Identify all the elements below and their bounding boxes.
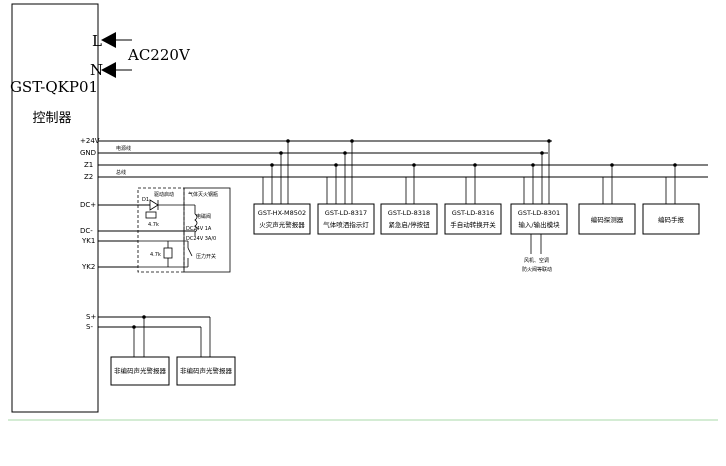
solenoid-spec: DC24V 1A (186, 226, 212, 232)
diode-label: D1 (142, 197, 149, 203)
device-name-6: 编码探测器 (591, 215, 624, 224)
terminal-z2: Z2 (84, 173, 93, 181)
io-note-line1: 风机、空调 (524, 257, 549, 264)
resistor-2 (163, 247, 173, 259)
terminal-n: N (90, 61, 103, 79)
terminal-yk2: YK2 (81, 263, 95, 271)
controller-model: GST-QKP01 (10, 78, 98, 96)
device-box-5 (510, 203, 568, 235)
device-box-3 (380, 203, 438, 235)
device-box-7 (642, 203, 700, 235)
resistor-2-label: 4.7k (150, 252, 161, 258)
extra-device-name-1: 非编码声光警报器 (114, 366, 167, 375)
device-name-7: 编码手报 (658, 215, 685, 224)
terminal-yk1: YK1 (81, 237, 95, 245)
device-box-4 (444, 203, 502, 235)
device-model-4: GST-LD-8316 (452, 209, 494, 217)
device-box-2 (317, 203, 375, 235)
terminal-s-minus: S- (86, 323, 93, 331)
pressure-switch-label: 压力开关 (196, 253, 216, 260)
device-drops (262, 141, 676, 204)
switch-spec: DC24V 3A/0 (186, 236, 216, 242)
device-name-2: 气体喷洒指示灯 (323, 220, 369, 229)
gas-cylinder-title: 气体灭火钢瓶 (188, 191, 218, 198)
io-note-line2: 防火阀等联动 (522, 266, 552, 273)
controller-name: 控制器 (32, 111, 71, 126)
extra-device-name-2: 非编码声光警报器 (180, 366, 233, 375)
voltage-label: AC220V (127, 46, 191, 64)
switch-icon (187, 247, 193, 257)
solenoid-label: 电磁阀 (196, 213, 211, 220)
device-box-6 (578, 203, 636, 235)
terminal-s-plus: S+ (86, 313, 96, 321)
terminal-dc-minus: DC- (80, 227, 93, 235)
resistor-1-label: 4.7k (148, 222, 159, 228)
extra-device-box-2 (176, 356, 236, 386)
device-model-3: GST-LD-8318 (388, 209, 430, 217)
device-model-5: GST-LD-8301 (518, 209, 560, 217)
resistor-1 (145, 211, 157, 219)
diode-icon (149, 199, 159, 211)
terminal-z1: Z1 (84, 161, 93, 169)
controller-box (11, 3, 99, 413)
bus-line-label: 总线 (116, 169, 126, 176)
extra-device-box-1 (110, 356, 170, 386)
terminal-l: L (92, 32, 102, 50)
device-model-1: GST-HX-M8502 (258, 209, 306, 217)
drive-start-title: 驱动启动 (154, 191, 174, 198)
terminal-dc-plus: DC+ (80, 201, 96, 209)
gas-cylinder-box (183, 187, 231, 273)
device-name-1: 火灾声光警报器 (259, 220, 305, 229)
junction-dots (270, 139, 677, 167)
terminal-gnd: GND (80, 149, 96, 157)
arrow-n-icon (101, 62, 116, 78)
coil-icon (194, 213, 198, 233)
device-box-1 (253, 203, 311, 235)
terminal-24v: +24V (80, 137, 100, 145)
device-model-2: GST-LD-8317 (325, 209, 367, 217)
power-line-label: 电源线 (116, 145, 131, 152)
arrow-l-icon (101, 32, 116, 48)
device-name-3: 紧急启/停按钮 (388, 220, 430, 229)
device-name-5: 输入/输出模块 (518, 220, 560, 229)
device-group (253, 203, 700, 235)
device-name-4: 手自动转换开关 (450, 220, 496, 229)
